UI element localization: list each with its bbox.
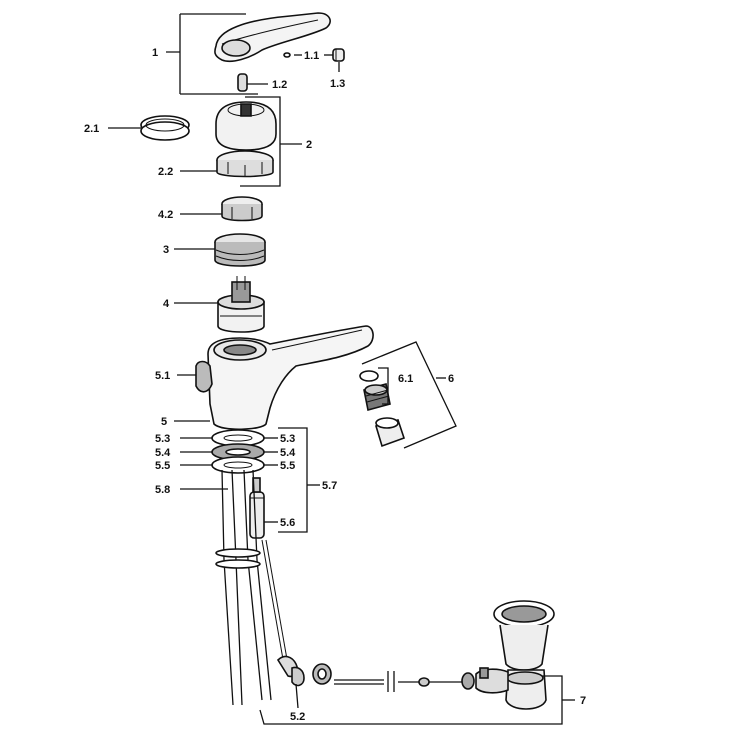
part-pop-up-drain (461, 600, 555, 710)
part-handle-cap (332, 48, 345, 62)
part-stud-5-6 (249, 477, 265, 539)
label-2-2: 2.2 (158, 166, 173, 178)
part-faucet-body (195, 325, 374, 431)
leader-lines (108, 13, 575, 725)
label-4-2: 4.2 (158, 209, 173, 221)
label-5-5-left: 5.5 (155, 460, 170, 472)
label-5-3-right: 5.3 (280, 433, 295, 445)
label-1-3: 1.3 (330, 78, 345, 90)
label-5-4-left: 5.4 (155, 447, 171, 459)
part-supply-tubes (215, 469, 289, 706)
label-5-5-right: 5.5 (280, 460, 295, 472)
part-washer-5-5 (211, 456, 265, 474)
part-bonnet-nut (214, 233, 266, 267)
part-dome-cover (215, 101, 277, 151)
part-handle (214, 12, 331, 63)
label-3: 3 (163, 244, 169, 256)
label-6-1: 6.1 (398, 373, 413, 385)
label-6: 6 (448, 373, 454, 385)
label-5-6: 5.6 (280, 517, 295, 529)
label-4: 4 (163, 298, 170, 310)
part-lift-rod-clip (276, 655, 305, 687)
part-set-screw (283, 52, 291, 58)
callout-labels: 1 1.1 1.2 1.3 2 2.1 2.2 4.2 3 4 5.1 5 5.… (84, 47, 586, 723)
part-clamp-ring (216, 150, 274, 178)
label-5-2: 5.2 (290, 711, 305, 723)
label-5-8: 5.8 (155, 484, 170, 496)
label-5-1: 5.1 (155, 370, 170, 382)
part-pivot-rod (312, 663, 462, 692)
label-1-1: 1.1 (304, 50, 319, 62)
label-2: 2 (306, 139, 312, 151)
part-trim-ring (140, 115, 190, 141)
label-2-1: 2.1 (84, 123, 99, 135)
label-5-3-left: 5.3 (155, 433, 170, 445)
part-cartridge (217, 276, 265, 333)
label-5-4-right: 5.4 (280, 447, 296, 459)
label-5-7: 5.7 (322, 480, 337, 492)
label-5: 5 (161, 416, 167, 428)
part-pin (237, 73, 248, 92)
label-7: 7 (580, 695, 586, 707)
label-1: 1 (152, 47, 158, 59)
part-adapter-nut (221, 196, 263, 222)
label-1-2: 1.2 (272, 79, 287, 91)
